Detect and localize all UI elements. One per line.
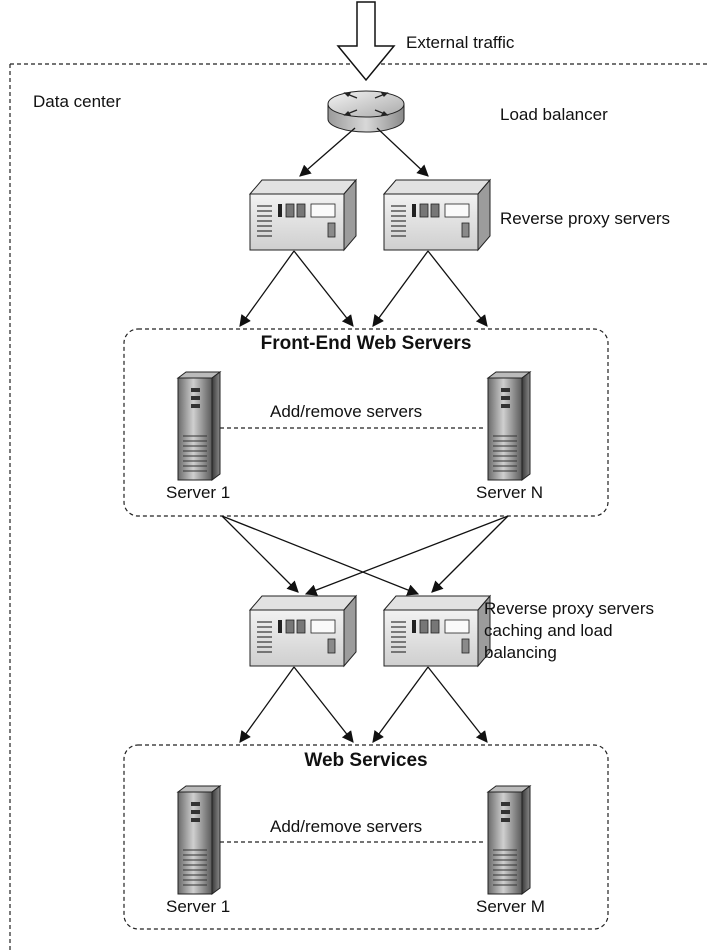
arrow-lb-to-proxy-left [299, 127, 356, 177]
arrow-proxy2-to-frontend-right [427, 250, 488, 327]
data-center-label: Data center [33, 92, 121, 111]
tower-server-icon [176, 371, 222, 481]
arrow-proxy3-to-webservices-left [239, 666, 295, 743]
frontend-add-remove-label: Add/remove servers [270, 402, 422, 421]
webservices-title: Web Services [304, 750, 427, 771]
frontend-server-first-label: Server 1 [166, 483, 230, 502]
arrow-proxy1-to-frontend-left [239, 250, 295, 327]
arrow-proxy1-to-frontend-center [293, 250, 354, 327]
frontend-server-last-label: Server N [476, 483, 543, 502]
reverse-proxy-mid-label: Reverse proxy servers caching and load b… [484, 599, 659, 662]
load-balancer-router-icon [327, 90, 405, 133]
tower-server-icon [486, 371, 532, 481]
arrow-proxy4-to-webservices-right [427, 666, 488, 743]
tower-server-icon [176, 785, 222, 895]
reverse-proxy-top-label: Reverse proxy servers [500, 209, 670, 228]
reverse-proxy-mid-label-line-3: balancing [484, 643, 557, 662]
arrow-frontend-left-to-proxy4 [221, 515, 420, 596]
webservices-server-first-label: Server 1 [166, 897, 230, 916]
arrow-frontend-left-to-proxy3 [221, 515, 299, 593]
arrow-frontend-right-to-proxy4 [431, 515, 509, 593]
load-balancer-label: Load balancer [500, 105, 608, 124]
arrow-lb-to-proxy-right [376, 127, 429, 177]
arrow-proxy4-to-webservices-center [372, 666, 429, 743]
reverse-proxy-mid-label-line-1: Reverse proxy servers [484, 599, 654, 618]
data-center-boundary [9, 63, 709, 952]
reverse-proxy-server-icon [248, 594, 358, 668]
arrow-proxy2-to-frontend-center [372, 250, 429, 327]
reverse-proxy-mid-label-line-2: caching and load [484, 621, 613, 640]
frontend-group-box [123, 328, 609, 517]
arrow-frontend-right-to-proxy3 [304, 515, 509, 596]
frontend-title: Front-End Web Servers [261, 333, 472, 354]
arrow-proxy3-to-webservices-center [293, 666, 354, 743]
external-traffic-arrow-icon [336, 1, 396, 82]
reverse-proxy-server-icon [382, 178, 492, 252]
external-traffic-label: External traffic [406, 33, 515, 52]
webservices-group-box [123, 744, 609, 930]
reverse-proxy-server-icon [382, 594, 492, 668]
webservices-server-last-label: Server M [476, 897, 545, 916]
tower-server-icon [486, 785, 532, 895]
webservices-add-remove-label: Add/remove servers [270, 817, 422, 836]
reverse-proxy-server-icon [248, 178, 358, 252]
